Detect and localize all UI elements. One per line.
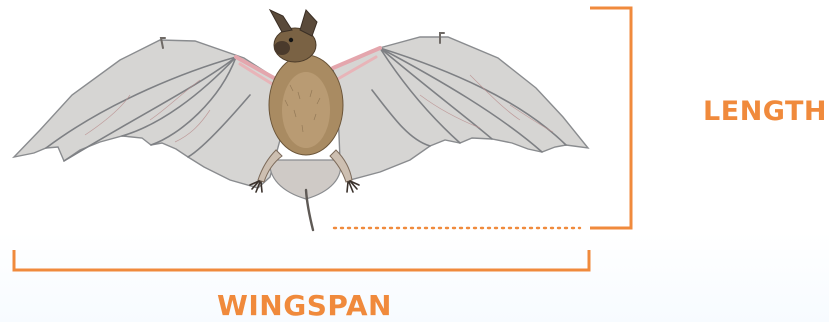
length-label: LENGTH (703, 98, 827, 125)
wingspan-label: WINGSPAN (217, 292, 392, 320)
bat-eye (289, 38, 293, 42)
